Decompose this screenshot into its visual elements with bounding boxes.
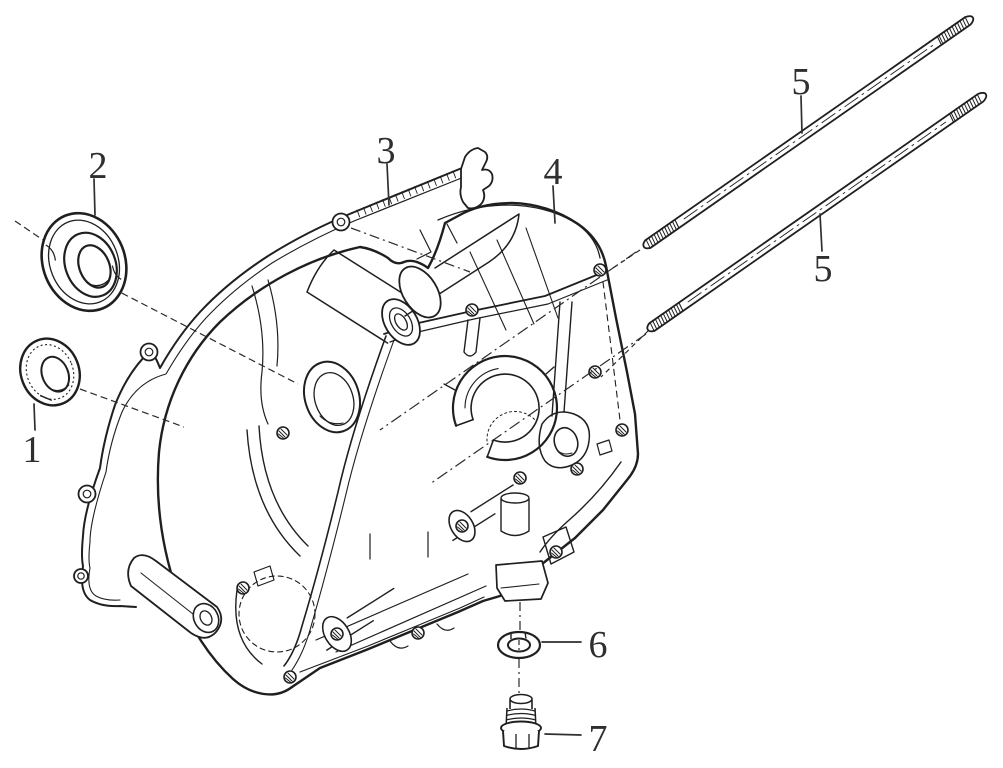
bearing-axis-dash (111, 287, 299, 385)
drain-axis-dash (518, 602, 521, 693)
callout-4: 4 (544, 151, 563, 224)
mount-lug-tube (127, 554, 223, 639)
oil-seal-part-1 (19, 337, 81, 407)
ball-bearing-part-2 (40, 211, 128, 313)
stud-part-5-upper (642, 15, 975, 250)
gasket-part-3 (73, 147, 494, 608)
callout-5-lower: 5 (814, 213, 833, 290)
gasket-bolt-tabs (73, 212, 351, 584)
upper-stud-axis (379, 251, 637, 431)
callout-2: 2 (89, 145, 108, 216)
right-bore-web (538, 411, 613, 469)
seal-axis-dash (79, 388, 185, 428)
callout-1: 1 (23, 403, 42, 471)
top-cylinder-boss-b (398, 213, 520, 319)
part-number-4: 4 (544, 151, 563, 193)
callout-5-upper: 5 (792, 61, 811, 134)
part-number-2: 2 (89, 145, 108, 187)
part-number-5: 5 (814, 248, 833, 290)
crank-saddle-ring (443, 354, 559, 462)
part-number-3: 3 (377, 130, 396, 172)
part-number-7: 7 (589, 718, 608, 760)
part-number-1: 1 (23, 429, 42, 471)
left-front-bore (303, 360, 361, 434)
callout-3: 3 (377, 130, 396, 206)
callout-6: 6 (541, 624, 608, 666)
crankcase-silhouette (156, 201, 640, 696)
stud-part-5-lower (646, 91, 988, 333)
callouts: 1 2 3 4 5 5 6 7 (23, 61, 833, 760)
dowel-axis-dash (350, 227, 471, 273)
bearing-axis-dash-outer (14, 220, 47, 243)
assembly-axis-lines (14, 220, 649, 485)
drain-bolt-part-7 (500, 693, 542, 750)
part-number-5: 5 (792, 61, 811, 103)
crankcase-body (127, 201, 640, 696)
part-number-6: 6 (589, 624, 608, 666)
top-cylinder-boss-a (306, 249, 421, 346)
gasket-edge-hatching (356, 170, 457, 218)
callout-7: 7 (544, 718, 608, 760)
